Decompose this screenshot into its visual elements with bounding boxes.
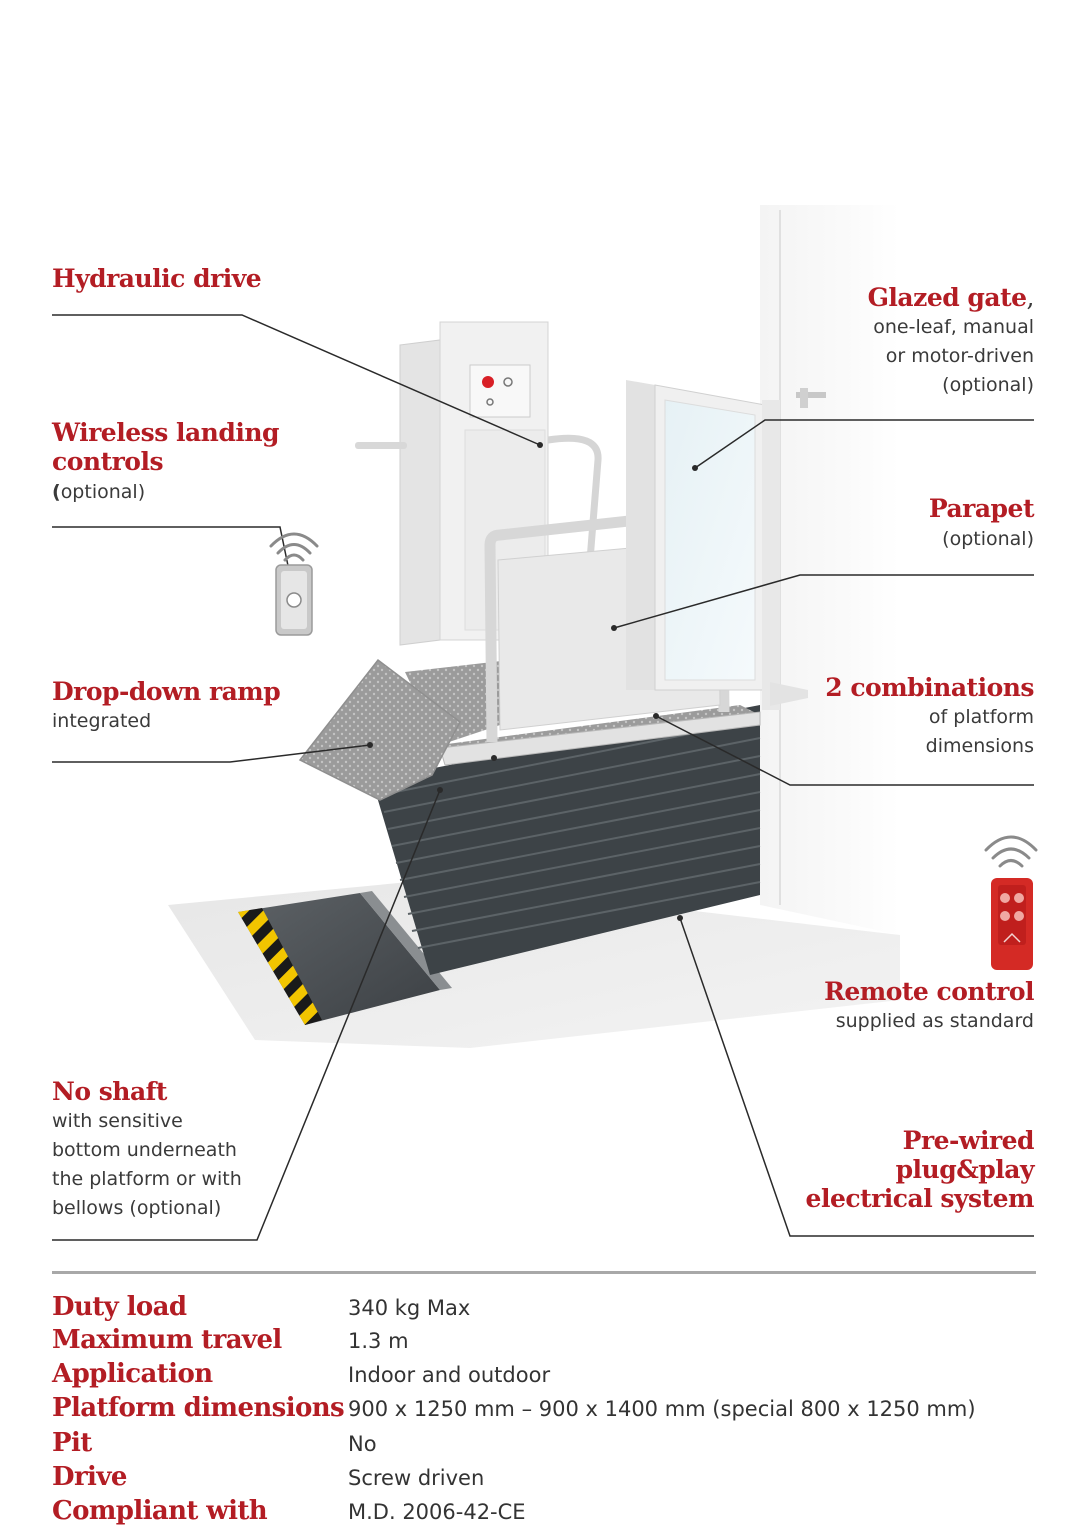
hydraulic-drive-title: Hydraulic drive — [52, 264, 262, 293]
spec-row-drive: Drive Screw driven — [52, 1460, 1052, 1494]
paren-open: ( — [52, 481, 61, 503]
combinations-title: 2 combinations — [825, 673, 1034, 702]
pre-wired-line-1: Pre-wired — [902, 1126, 1035, 1155]
remote-control-subtitle: supplied as standard — [835, 1010, 1034, 1032]
wireless-controls-title-2: controls — [52, 447, 164, 476]
spec-value: No — [348, 1432, 377, 1456]
remote-control-title: Remote control — [824, 977, 1034, 1006]
spec-row-compliant-with: Compliant with M.D. 2006-42-CE — [52, 1494, 1052, 1528]
spec-value: 1.3 m — [348, 1329, 409, 1353]
spec-key: Application — [52, 1359, 213, 1389]
wireless-signal-icon — [269, 532, 319, 562]
spec-value: M.D. 2006-42-CE — [348, 1500, 526, 1524]
pre-wired-line-2: plug&play — [895, 1155, 1035, 1184]
no-shaft-line-1: with sensitive — [52, 1110, 183, 1132]
glazed-gate-comma: , — [1026, 283, 1035, 312]
spec-row-application: Application Indoor and outdoor — [52, 1357, 1052, 1391]
spec-key: Maximum travel — [52, 1325, 282, 1355]
glazed-gate-title: Glazed gate, — [867, 283, 1035, 312]
combinations-line-1: of platform — [928, 706, 1034, 728]
spec-key: Drive — [52, 1462, 127, 1492]
leader-lines — [52, 314, 1034, 1241]
spec-value: Indoor and outdoor — [348, 1363, 551, 1387]
wireless-signal-icon — [984, 835, 1038, 868]
glazed-gate-line-2: or motor-driven — [885, 345, 1034, 367]
wireless-controls-subtitle: (optional) — [52, 478, 145, 507]
wireless-controls-title-1: Wireless landing — [52, 418, 279, 447]
spec-value: Screw driven — [348, 1466, 485, 1490]
drop-down-ramp — [298, 658, 461, 801]
drop-down-ramp-title: Drop-down ramp — [52, 677, 281, 706]
spec-row-pit: Pit No — [52, 1426, 1052, 1460]
spec-row-platform-dimensions: Platform dimensions 900 x 1250 mm – 900 … — [52, 1391, 1052, 1425]
pre-wired-line-3: electrical system — [805, 1184, 1035, 1213]
glazed-gate-name: Glazed gate — [867, 283, 1027, 312]
no-shaft-title: No shaft — [52, 1077, 167, 1106]
glazed-gate-line-3: (optional) — [942, 374, 1034, 396]
spec-value: 900 x 1250 mm – 900 x 1400 mm (special 8… — [348, 1397, 976, 1421]
glazed-gate-line-1: one-leaf, manual — [873, 316, 1034, 338]
remote-control-icon — [991, 878, 1033, 970]
bellows — [372, 705, 761, 975]
spec-value: 340 kg Max — [348, 1296, 471, 1320]
landing-control-icon — [275, 564, 313, 636]
parapet-subtitle: (optional) — [942, 528, 1034, 550]
specs-divider — [52, 1271, 1036, 1274]
platform-lift-illustration — [52, 205, 1038, 1241]
spec-key: Duty load — [52, 1292, 187, 1322]
drop-down-ramp-subtitle: integrated — [52, 710, 152, 732]
spec-row-maximum-travel: Maximum travel 1.3 m — [52, 1323, 1052, 1357]
spec-key: Pit — [52, 1428, 92, 1458]
spec-key: Compliant with — [52, 1496, 268, 1526]
spec-key: Platform dimensions — [52, 1393, 345, 1423]
no-shaft-line-2: bottom underneath — [52, 1139, 237, 1161]
glazed-gate — [626, 380, 808, 710]
optional-note: optional) — [60, 481, 146, 503]
no-shaft-line-4: bellows (optional) — [52, 1197, 222, 1219]
no-shaft-line-3: the platform or with — [52, 1168, 242, 1190]
parapet-title: Parapet — [928, 494, 1035, 523]
combinations-line-2: dimensions — [925, 735, 1034, 757]
spec-row-duty-load: Duty load 340 kg Max — [52, 1290, 1052, 1324]
